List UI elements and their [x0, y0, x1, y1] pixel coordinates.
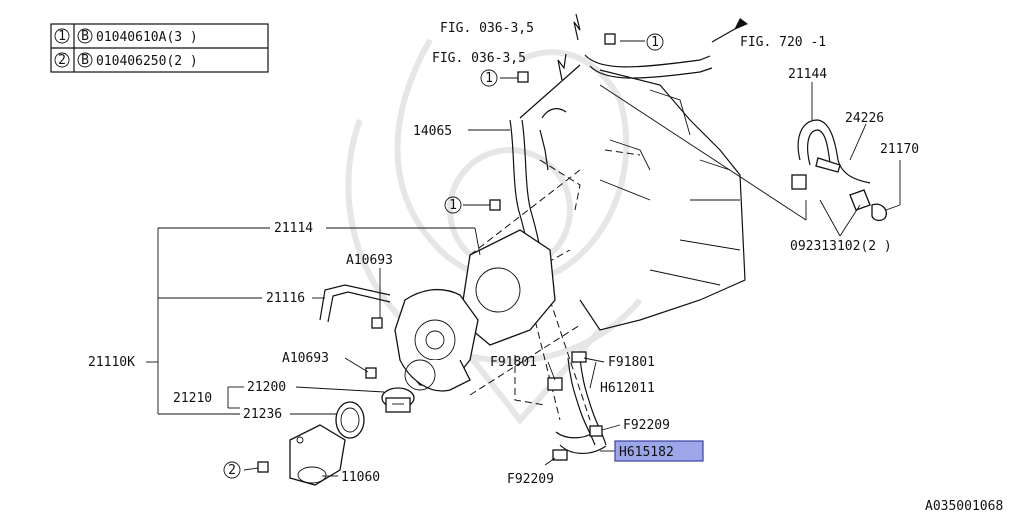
- hose-assembly-right: [791, 119, 887, 222]
- legend-code-1: 01040610A(3 ): [96, 30, 198, 45]
- callout-1-text: 1: [651, 35, 659, 50]
- pipe-21116: [319, 284, 391, 321]
- label-14065[interactable]: 14065: [413, 124, 452, 139]
- diagram-reference-code: A035001068: [925, 499, 1003, 512]
- label-21210[interactable]: 21210: [173, 391, 212, 406]
- part-labels: FIG. 036-3,5 FIG. 036-3,5 FIG. 720 -1 14…: [88, 21, 1003, 514]
- hose-clamp-icon: [589, 425, 603, 437]
- label-fig-720[interactable]: FIG. 720 -1: [740, 35, 826, 50]
- hose-clamp-icon: [552, 449, 568, 461]
- callout-1-icon: [480, 69, 498, 87]
- callout-2-text: 2: [228, 463, 236, 478]
- callout-2-icon: [223, 461, 241, 479]
- callout-1-text: 1: [449, 198, 457, 213]
- arrow-up-icon: [557, 53, 567, 81]
- callout-1-icon: [54, 28, 70, 44]
- label-f92209-right[interactable]: F92209: [623, 418, 670, 433]
- hose-clip-icon: [791, 174, 807, 190]
- flow-arrows: [557, 13, 748, 81]
- label-21200[interactable]: 21200: [247, 380, 286, 395]
- label-f92209-bottom[interactable]: F92209: [507, 472, 554, 487]
- label-21114[interactable]: 21114: [274, 221, 313, 236]
- callout-1-text: 1: [485, 71, 493, 86]
- lower-hose: [547, 351, 607, 461]
- bolt-icon: [489, 199, 501, 211]
- label-21170[interactable]: 21170: [880, 142, 919, 157]
- bolt-icon: [365, 367, 377, 379]
- legend-table: 1 B 01040610A(3 ) 2 B 010406250(2 ): [50, 23, 269, 73]
- callout-1-icon: [444, 196, 462, 214]
- callout-circles: 1 1 1 2: [223, 33, 664, 479]
- arrow-up-icon: [573, 13, 581, 41]
- callout-1-icon: [646, 33, 664, 51]
- label-h612011[interactable]: H612011: [600, 381, 655, 396]
- leader-lines: [146, 40, 901, 477]
- bolt-b-icon: [77, 52, 93, 68]
- arrow-head-icon: [734, 18, 748, 30]
- thermostat-21200: [381, 387, 415, 413]
- bolt-icon: [257, 461, 269, 473]
- label-21144[interactable]: 21144: [788, 67, 827, 82]
- label-24226[interactable]: 24226: [845, 111, 884, 126]
- label-092313102[interactable]: 092313102(2 ): [790, 239, 892, 254]
- legend-num-1: 1: [58, 29, 66, 44]
- hose-clamp-icon: [571, 351, 587, 363]
- hose-clamp-icon: [547, 377, 563, 391]
- bolt-icon: [371, 317, 383, 329]
- label-f91801-left[interactable]: F91801: [490, 355, 537, 370]
- label-fig-036-top[interactable]: FIG. 036-3,5: [440, 21, 534, 36]
- bolts: [257, 33, 616, 473]
- label-a10693-top[interactable]: A10693: [346, 253, 393, 268]
- water-pump-assembly: [394, 229, 556, 392]
- bolt-b-icon: [77, 28, 93, 44]
- legend-code-2: 010406250(2 ): [96, 54, 198, 69]
- callout-2-icon: [54, 52, 70, 68]
- legend-num-2: 2: [58, 53, 66, 68]
- cap-icon: [871, 203, 887, 222]
- pipe-21116-edge: [327, 291, 391, 323]
- label-21110k[interactable]: 21110K: [88, 355, 135, 370]
- engine-block: [579, 69, 746, 331]
- bolt-icon: [604, 33, 616, 45]
- legend-part-2: B: [81, 53, 89, 68]
- label-21116[interactable]: 21116: [266, 291, 305, 306]
- highlighted-part-box[interactable]: [614, 440, 704, 462]
- cover-11060: [289, 424, 346, 486]
- label-h615182[interactable]: H615182: [619, 445, 674, 460]
- label-fig-036-mid[interactable]: FIG. 036-3,5: [432, 51, 526, 66]
- label-21236[interactable]: 21236: [243, 407, 282, 422]
- label-a10693-low[interactable]: A10693: [282, 351, 329, 366]
- bracket-24226-icon: [815, 157, 841, 173]
- label-11060[interactable]: 11060: [341, 470, 380, 485]
- gasket-21236: [335, 401, 365, 439]
- bolt-icon: [517, 71, 529, 83]
- hose-clip-icon: [849, 189, 871, 211]
- legend-part-1: B: [81, 29, 89, 44]
- label-f91801-right[interactable]: F91801: [608, 355, 655, 370]
